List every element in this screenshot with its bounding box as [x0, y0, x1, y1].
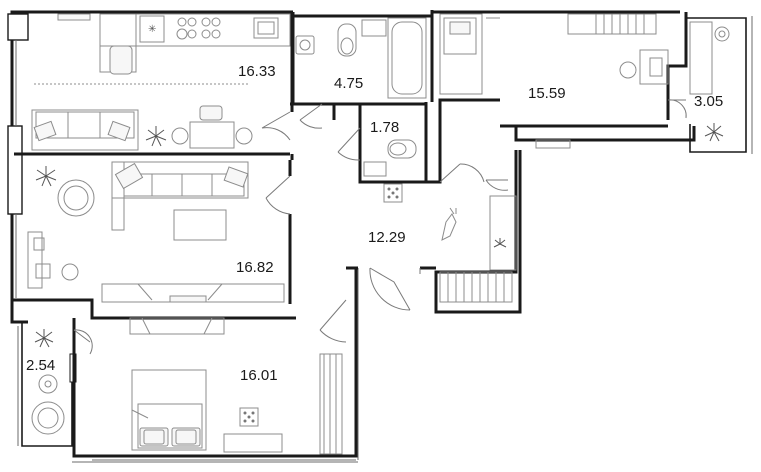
area-bathroom: 4.75: [334, 75, 363, 92]
area-living-room: 16.82: [236, 259, 274, 276]
svg-text:✳: ✳: [148, 24, 156, 35]
area-bedroom-bottom: 16.01: [240, 367, 278, 384]
left-window-top: [7, 13, 29, 41]
area-hallway: 12.29: [368, 229, 406, 246]
hallway-furniture: [439, 195, 517, 303]
area-bedroom-right: 15.59: [528, 85, 566, 102]
area-labels: 16.33 4.75 1.78 15.59 3.05 16.82 12.29 2…: [26, 63, 723, 384]
area-kitchen: 16.33: [238, 63, 276, 80]
living-room-furniture: [27, 161, 285, 303]
toilet-furniture: [363, 139, 417, 203]
left-window-mid: [7, 125, 23, 215]
bathroom-furniture: [295, 17, 427, 99]
area-toilet: 1.78: [370, 119, 399, 136]
kitchen-furniture: ✳: [31, 13, 291, 151]
right-balcony-furniture: [689, 21, 730, 142]
left-balcony-furniture: [31, 329, 93, 435]
right-bedroom-furniture: [439, 13, 687, 149]
bottom-bedroom-furniture: [129, 317, 343, 455]
area-balcony-left: 2.54: [26, 357, 55, 374]
area-balcony-right: 3.05: [694, 93, 723, 110]
